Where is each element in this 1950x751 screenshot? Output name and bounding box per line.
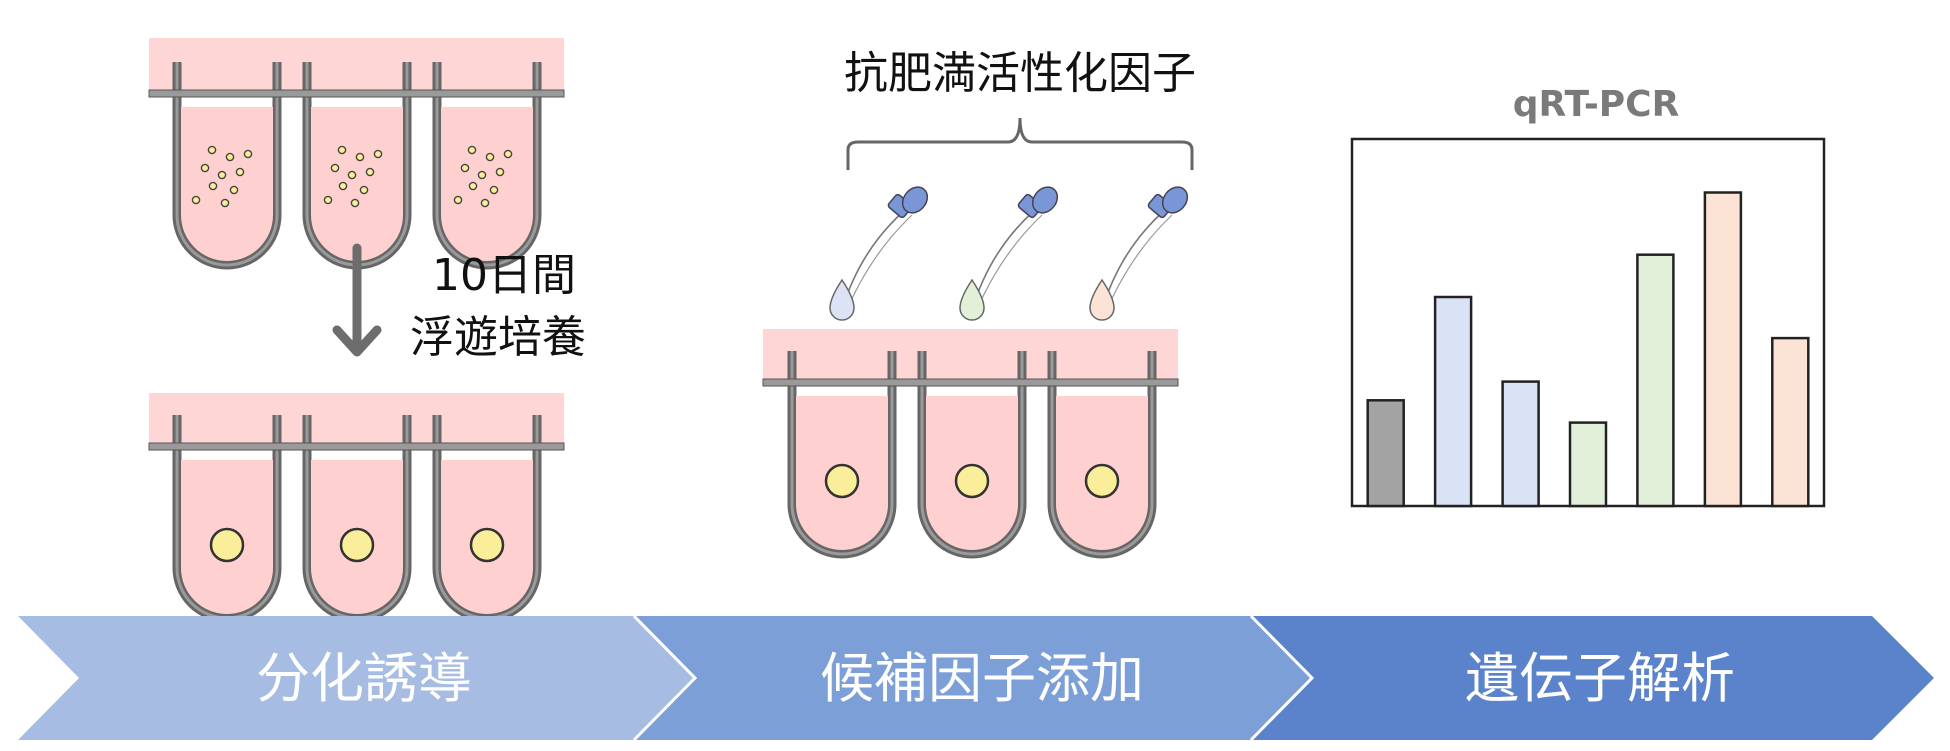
bar-1 [1366, 399, 1405, 508]
culture-label-line1: 10日間 [432, 250, 576, 301]
step-chevron [634, 616, 1312, 740]
spheroid [339, 527, 375, 563]
dropper-icon [1089, 186, 1189, 321]
factor-title: 抗肥満活性化因子 [844, 48, 1196, 99]
step-chevron [1251, 616, 1934, 740]
chevron-divider [632, 614, 698, 742]
process-steps: 分化誘導 候補因子添加 遺伝子解析 [18, 614, 1934, 742]
wells-dispersed-cells [148, 38, 565, 265]
step-label-differentiation: 分化誘導 [256, 647, 472, 710]
bars [1366, 191, 1810, 508]
bar-5 [1636, 253, 1675, 508]
bar-3 [1501, 380, 1540, 508]
qpcr-chart: qRT-PCR [1350, 84, 1826, 508]
bar-2 [1433, 295, 1473, 508]
plate-rim [762, 378, 1179, 387]
down-arrow-icon [332, 243, 382, 357]
chart-title: qRT-PCR [1513, 84, 1680, 125]
medium-band [763, 329, 1178, 383]
plate-rim [148, 89, 565, 98]
step-label-factor-addition: 候補因子添加 [820, 647, 1144, 710]
bar-4 [1568, 421, 1608, 508]
curly-brace-icon [846, 117, 1194, 170]
dropper-icon [829, 186, 929, 321]
spheroid [954, 463, 990, 499]
bar-7 [1771, 336, 1810, 508]
step-chevron [18, 616, 695, 740]
spheroid [1084, 463, 1120, 499]
culture-label-line2: 浮遊培養 [410, 312, 586, 363]
plate-rim [148, 442, 565, 451]
wells-spheroids [148, 393, 565, 618]
medium-band [149, 38, 564, 92]
medium-band [149, 393, 564, 447]
spheroid [824, 463, 860, 499]
bar-6 [1703, 191, 1743, 508]
dropper-icon [959, 186, 1059, 321]
spheroid [209, 527, 245, 563]
dispersed-cells [191, 145, 513, 208]
chevron-divider [1249, 614, 1315, 742]
wells-treated [762, 329, 1179, 554]
step-label-gene-analysis: 遺伝子解析 [1465, 647, 1735, 710]
spheroid [469, 527, 505, 563]
